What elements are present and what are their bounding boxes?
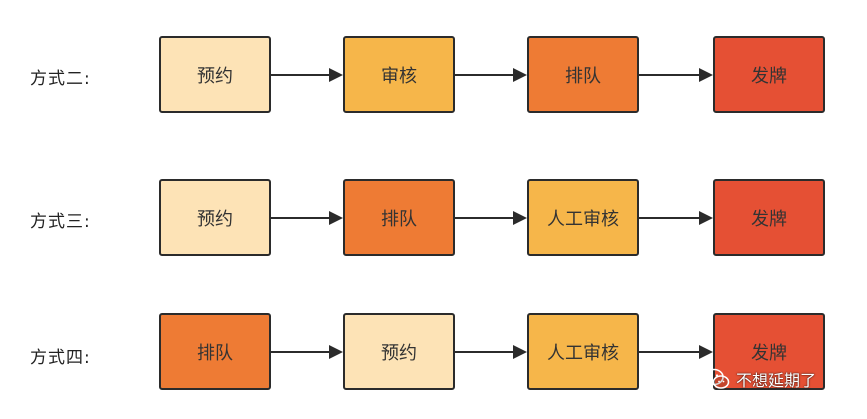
step-box: 排队 [159, 313, 271, 390]
flow-arrow [455, 211, 527, 225]
step-box: 排队 [527, 36, 639, 113]
step-box: 人工审核 [527, 179, 639, 256]
flow-arrow [455, 345, 527, 359]
flow-arrow [639, 345, 713, 359]
step-box: 预约 [343, 313, 455, 390]
step-box: 发牌 [713, 179, 825, 256]
flow-arrow [455, 68, 527, 82]
flow-arrow [271, 68, 343, 82]
row-label-method-4: 方式四: [30, 348, 91, 368]
step-box: 审核 [343, 36, 455, 113]
step-box: 排队 [343, 179, 455, 256]
step-box: 预约 [159, 36, 271, 113]
flow-arrow [639, 68, 713, 82]
step-box: 发牌 [713, 313, 825, 390]
flow-arrow [271, 211, 343, 225]
watermark-text: 不想延期了 [736, 371, 817, 390]
step-box: 发牌 [713, 36, 825, 113]
step-box: 人工审核 [527, 313, 639, 390]
row-label-method-2: 方式二: [30, 69, 91, 89]
watermark: 不想延期了 [704, 367, 816, 391]
row-label-method-3: 方式三: [30, 212, 91, 232]
flow-arrow [639, 211, 713, 225]
step-box: 预约 [159, 179, 271, 256]
wechat-icon [704, 368, 730, 389]
flow-arrow [271, 345, 343, 359]
